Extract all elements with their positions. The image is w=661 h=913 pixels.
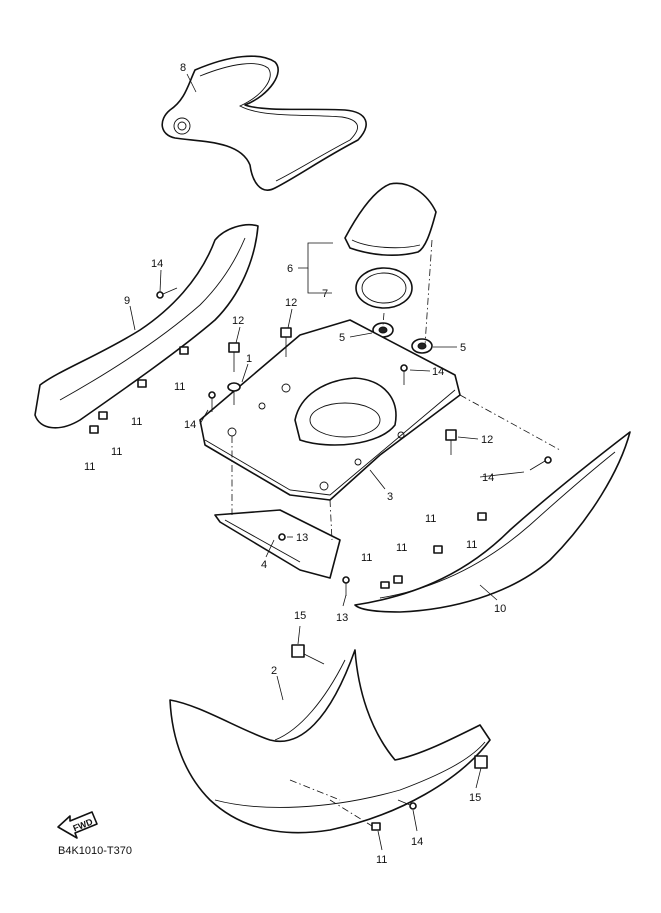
screw-part-14-b [208,391,216,412]
bolt-part-15-b [474,755,488,769]
callout-11: 11 [466,539,477,551]
side-cover-part-9 [34,224,259,429]
floor-mat-part-8 [161,55,367,191]
callout-11: 11 [174,381,185,393]
bolt-part-12-a [228,342,240,372]
callout-11: 11 [131,416,142,428]
screw-part-14-a [156,287,178,299]
callout-labels: 8 6 7 14 9 12 12 5 5 1 14 14 11 11 11 11… [84,62,506,866]
callout-14: 14 [411,836,423,848]
callout-14: 14 [184,419,196,431]
callout-15: 15 [294,610,306,622]
box-lid-part-6 [344,182,437,256]
callout-12: 12 [232,315,244,327]
callout-11: 11 [84,461,95,473]
screw-part-13-a [278,533,286,541]
callout-5: 5 [339,332,345,344]
callout-7: 7 [322,288,328,300]
callout-2: 2 [271,665,277,677]
screw-part-14-d [529,456,552,471]
callout-11: 11 [111,446,122,458]
callout-15: 15 [469,792,481,804]
callout-14: 14 [482,472,494,484]
seal-ring-part-7 [355,267,413,309]
callout-6: 6 [287,263,293,275]
assembly-guide-lines [231,239,561,827]
side-cover-part-10 [354,431,631,613]
callout-4: 4 [261,559,267,571]
under-cover-part-2 [169,649,491,834]
callout-5: 5 [460,342,466,354]
screw-part-14-e [397,799,417,810]
diagram-code: B4K1010-T370 [58,845,132,857]
callout-11: 11 [425,513,436,525]
callout-11: 11 [361,552,372,564]
collar-part-1 [227,382,241,405]
callout-14: 14 [151,258,163,270]
callout-11: 11 [376,854,387,866]
callout-13: 13 [296,532,308,544]
screw-part-14-c [400,364,408,385]
callout-14: 14 [432,366,444,378]
footrest-board-part-3 [199,319,461,501]
callout-9: 9 [124,295,130,307]
bolt-part-15-a [291,644,325,665]
callout-12: 12 [481,434,493,446]
bolt-part-12-b [280,327,292,357]
grommet-part-5-right [411,338,433,354]
callout-8: 8 [180,62,186,74]
callout-13: 13 [336,612,348,624]
bolt-part-12-c [445,429,457,455]
callout-leaders [129,73,525,851]
callout-11: 11 [396,542,407,554]
forward-direction-arrow: FWD [57,811,98,839]
under-plate-part-4 [214,509,341,579]
clip-part-11-group [89,346,487,831]
callout-3: 3 [387,491,393,503]
callout-1: 1 [246,353,252,365]
callout-12: 12 [285,297,297,309]
screw-part-13-b [342,576,350,596]
callout-10: 10 [494,603,506,615]
